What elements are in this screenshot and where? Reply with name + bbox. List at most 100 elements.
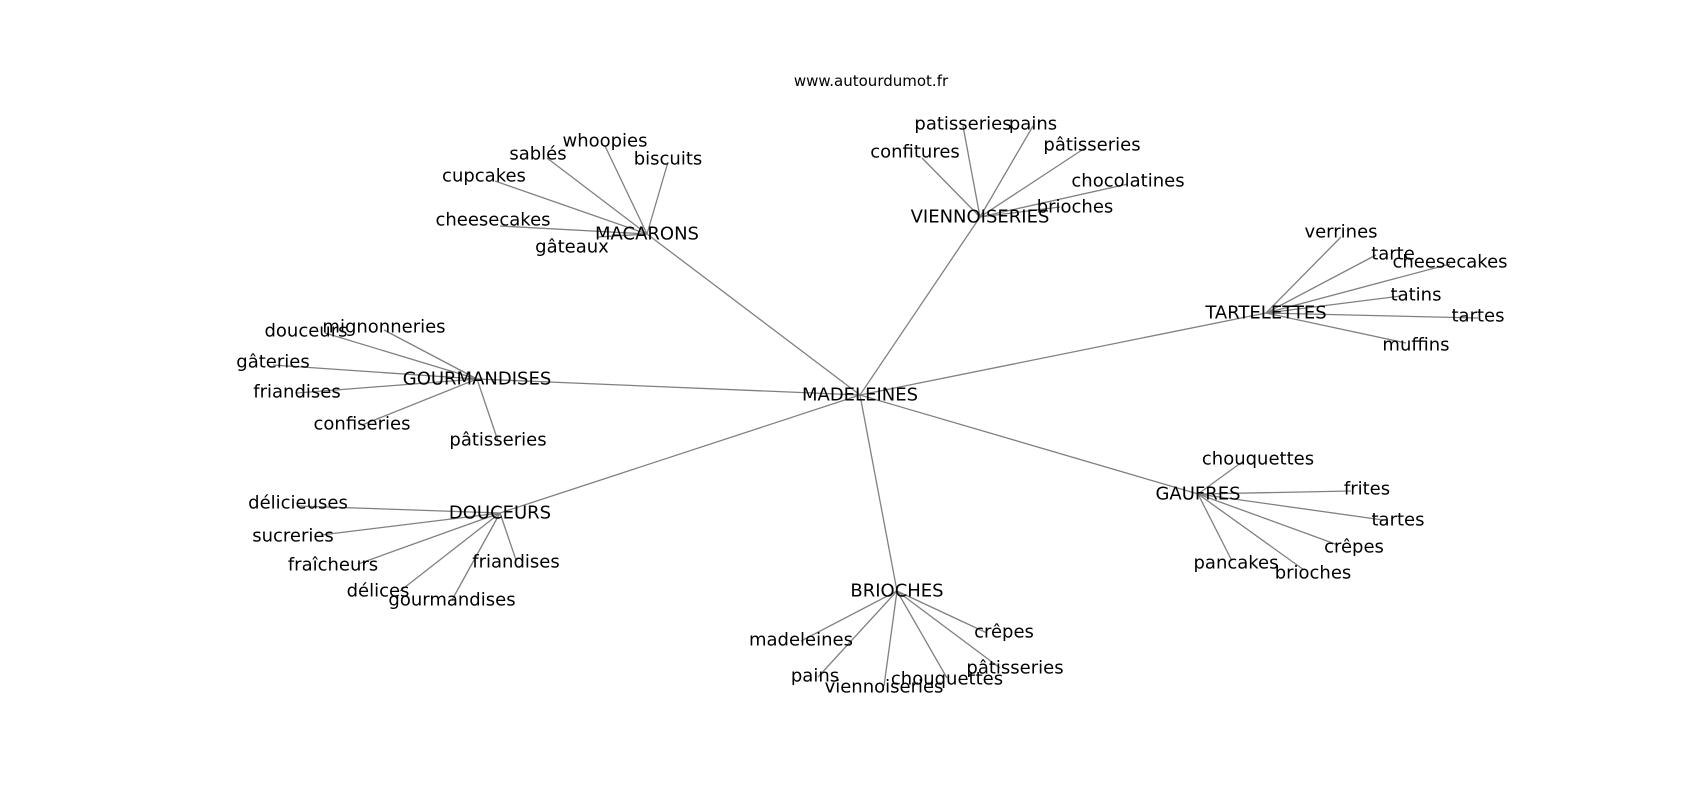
edge-hub-to-child xyxy=(1197,493,1233,562)
edge-hub-to-child xyxy=(896,590,988,634)
edge-hub-to-child xyxy=(324,332,478,380)
edge-hub-to-child xyxy=(979,183,1129,218)
edge-center-to-hub xyxy=(476,378,861,396)
child-node-label: pâtisseries xyxy=(966,658,1063,679)
child-node-label: viennoiseries xyxy=(825,677,944,698)
child-node-label: pancakes xyxy=(1193,553,1278,574)
child-node-label: muffins xyxy=(1382,335,1449,356)
hub-node-label: BRIOCHES xyxy=(850,581,943,602)
edge-hub-to-child xyxy=(476,378,499,442)
edge-center-to-hub xyxy=(859,394,898,592)
child-node-label: chouquettes xyxy=(1202,449,1314,470)
edge-hub-to-child xyxy=(1265,312,1479,319)
edge-hub-to-child xyxy=(320,512,501,536)
edge-hub-to-child xyxy=(296,378,478,394)
edge-hub-to-child xyxy=(1197,493,1384,521)
child-node-label: brioches xyxy=(1275,563,1352,584)
site-watermark: www.autourdumot.fr xyxy=(793,72,949,90)
edge-hub-to-child xyxy=(297,505,501,514)
child-node-label: cheesecakes xyxy=(1392,252,1507,273)
child-node-label: cheesecakes xyxy=(435,210,550,231)
child-node-label: gâteries xyxy=(236,352,309,373)
edge-hub-to-child xyxy=(597,233,648,238)
child-node-label: madeleines xyxy=(749,630,853,651)
child-node-label: sablés xyxy=(509,144,566,165)
edge-hub-to-child xyxy=(604,145,648,235)
edge-hub-to-child xyxy=(1265,236,1342,314)
child-node-label: biscuits xyxy=(634,149,703,170)
edge-hub-to-child xyxy=(979,125,1034,218)
child-node-label: friandises xyxy=(472,552,559,573)
child-node-label: gâteaux xyxy=(535,237,609,258)
child-node-label: confitures xyxy=(870,142,960,163)
edge-hub-to-child xyxy=(383,329,478,380)
graph-edges xyxy=(272,125,1479,687)
edge-hub-to-child xyxy=(494,180,648,235)
child-node-label: verrines xyxy=(1304,222,1377,243)
child-node-label: friandises xyxy=(253,382,340,403)
edge-hub-to-child xyxy=(962,125,981,218)
edge-center-to-hub xyxy=(859,312,1267,396)
child-node-label: whoopies xyxy=(562,131,647,152)
child-node-label: patisseries xyxy=(914,114,1011,135)
edge-hub-to-child xyxy=(1197,461,1243,495)
edge-hub-to-child xyxy=(896,590,1001,669)
child-node-label: chocolatines xyxy=(1071,171,1184,192)
child-node-label: tarte xyxy=(1371,244,1415,265)
hub-node-label: DOUCEURS xyxy=(449,503,551,524)
edge-hub-to-child xyxy=(817,590,898,678)
edge-hub-to-child xyxy=(1265,295,1402,314)
edge-hub-to-child xyxy=(1197,490,1352,495)
child-node-label: confiseries xyxy=(314,414,411,435)
edge-hub-to-child xyxy=(546,157,648,235)
edge-center-to-hub xyxy=(859,216,981,396)
child-node-label: douceurs xyxy=(264,321,347,342)
child-node-label: chouquettes xyxy=(891,669,1003,690)
child-node-label: fraîcheurs xyxy=(288,555,378,576)
child-node-label: crêpes xyxy=(1324,537,1384,558)
child-node-label: sucreries xyxy=(252,526,334,547)
edge-hub-to-child xyxy=(1197,493,1339,546)
edge-hub-to-child xyxy=(1197,493,1305,571)
edge-hub-to-child xyxy=(1265,254,1377,314)
edge-center-to-hub xyxy=(859,394,1199,495)
child-node-label: brioches xyxy=(1037,197,1114,218)
hub-node-label: MACARONS xyxy=(595,224,699,245)
hub-node-label: VIENNOISERIES xyxy=(911,207,1050,228)
edge-hub-to-child xyxy=(272,364,478,380)
edge-hub-to-child xyxy=(361,378,478,426)
edge-center-to-hub xyxy=(499,394,861,514)
edge-hub-to-child xyxy=(1265,312,1407,344)
hub-node-label: GAUFRES xyxy=(1155,484,1240,505)
edge-hub-to-child xyxy=(499,512,517,561)
edge-hub-to-child xyxy=(399,512,501,592)
center-node-label: MADELEINES xyxy=(802,385,918,406)
edge-hub-to-child xyxy=(979,206,1061,218)
hub-node-label: TARTELETTES xyxy=(1204,303,1326,324)
edge-center-to-hub xyxy=(646,233,861,396)
child-node-label: crêpes xyxy=(974,622,1034,643)
child-node-label: pâtisseries xyxy=(1043,135,1140,156)
hub-node-label: GOURMANDISES xyxy=(403,369,552,390)
edge-hub-to-child xyxy=(800,590,898,642)
child-node-label: gourmandises xyxy=(388,590,515,611)
edge-hub-to-child xyxy=(451,512,501,601)
child-node-label: délices xyxy=(347,581,410,602)
child-node-label: pâtisseries xyxy=(449,430,546,451)
child-node-label: tartes xyxy=(1372,510,1425,531)
child-node-label: cupcakes xyxy=(442,166,526,187)
child-node-label: pains xyxy=(791,666,839,687)
edge-hub-to-child xyxy=(499,225,648,235)
edge-hub-to-child xyxy=(921,157,981,218)
child-node-label: frites xyxy=(1344,479,1390,500)
edge-hub-to-child xyxy=(979,147,1086,218)
edge-hub-to-child xyxy=(883,590,898,687)
child-node-label: tatins xyxy=(1391,285,1442,306)
edge-hub-to-child xyxy=(646,161,669,235)
child-node-label: délicieuses xyxy=(248,493,348,514)
child-node-label: pains xyxy=(1009,114,1057,135)
child-node-label: tartes xyxy=(1452,306,1505,327)
edge-hub-to-child xyxy=(357,512,501,565)
